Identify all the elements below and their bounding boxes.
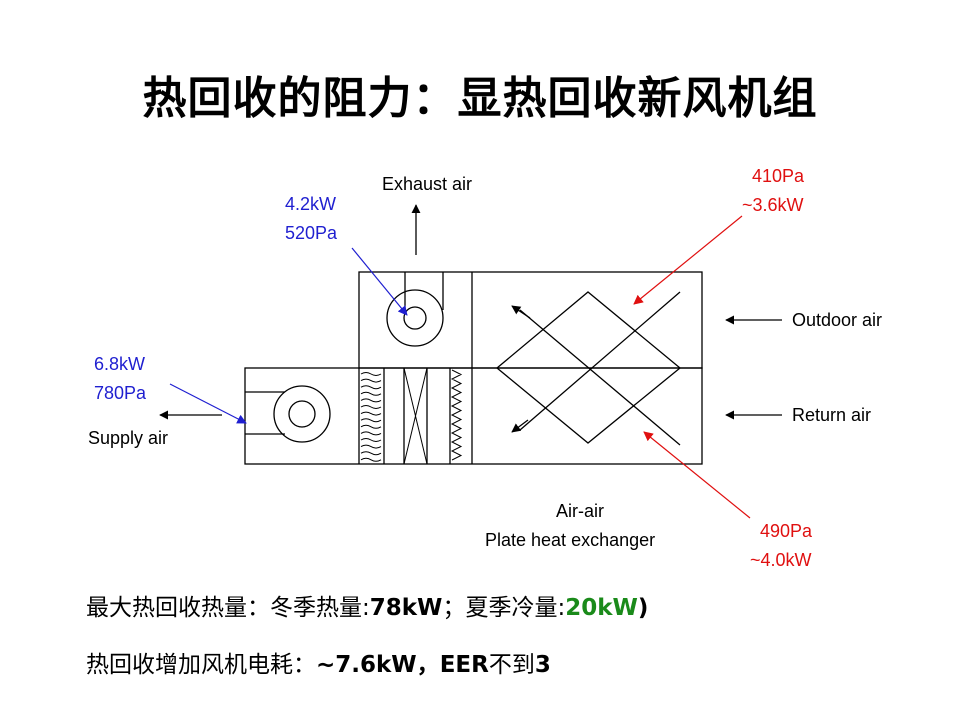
plate-heat-exchanger — [495, 291, 682, 446]
winter-heat-value: 78kW — [369, 595, 443, 621]
outdoor-side-pressure: 410Pa — [752, 166, 805, 186]
lower-unit — [244, 367, 703, 465]
summary-line2-suffix: 不到3 — [488, 652, 551, 678]
coil-element — [450, 369, 463, 461]
fan-power-increase: ~7.6kW， — [316, 652, 440, 678]
exhaust-fan-pointer — [351, 247, 408, 316]
outdoor-air-label: Outdoor air — [792, 310, 882, 330]
return-air-label: Return air — [792, 405, 871, 425]
exchanger-caption-line1: Air-air — [556, 501, 604, 521]
eer-label: EER — [439, 652, 489, 678]
outdoor-side-power: ~3.6kW — [742, 195, 804, 215]
return-side-power: ~4.0kW — [750, 550, 812, 570]
supply-fan-power: 6.8kW — [94, 354, 145, 374]
summary-line1-suffix: ) — [637, 595, 649, 621]
filter-element — [360, 372, 382, 462]
summary-line2-prefix: 热回收增加风机电耗： — [86, 652, 316, 678]
summary-line1-mid: ；夏季冷量: — [442, 595, 566, 621]
exhaust-air-label: Exhaust air — [382, 174, 472, 194]
exhaust-fan — [386, 289, 444, 347]
supply-fan-pressure: 780Pa — [94, 383, 147, 403]
summary-line1-prefix: 最大热回收热量：冬季热量: — [86, 595, 370, 621]
return-side-pointer — [643, 431, 751, 519]
page-title: 热回收的阻力：显热回收新风机组 — [142, 73, 818, 124]
outdoor-side-pointer — [633, 215, 743, 305]
summer-cooling-value: 20kW — [565, 595, 638, 621]
exhaust-fan-pressure: 520Pa — [285, 223, 338, 243]
exchanger-flow-arrows — [511, 305, 531, 433]
summary-line-heat: 最大热回收热量：冬季热量:78kW；夏季冷量:20kW) — [86, 588, 648, 622]
supply-air-label: Supply air — [88, 428, 168, 448]
exchanger-caption-line2: Plate heat exchanger — [485, 530, 655, 550]
exhaust-fan-power: 4.2kW — [285, 194, 336, 214]
return-side-pressure: 490Pa — [760, 521, 813, 541]
supply-fan — [273, 385, 331, 443]
supply-fan-pointer — [169, 383, 247, 424]
damper-element — [403, 367, 428, 465]
summary-line-power: 热回收增加风机电耗：~7.6kW，EER不到3 — [86, 645, 551, 679]
